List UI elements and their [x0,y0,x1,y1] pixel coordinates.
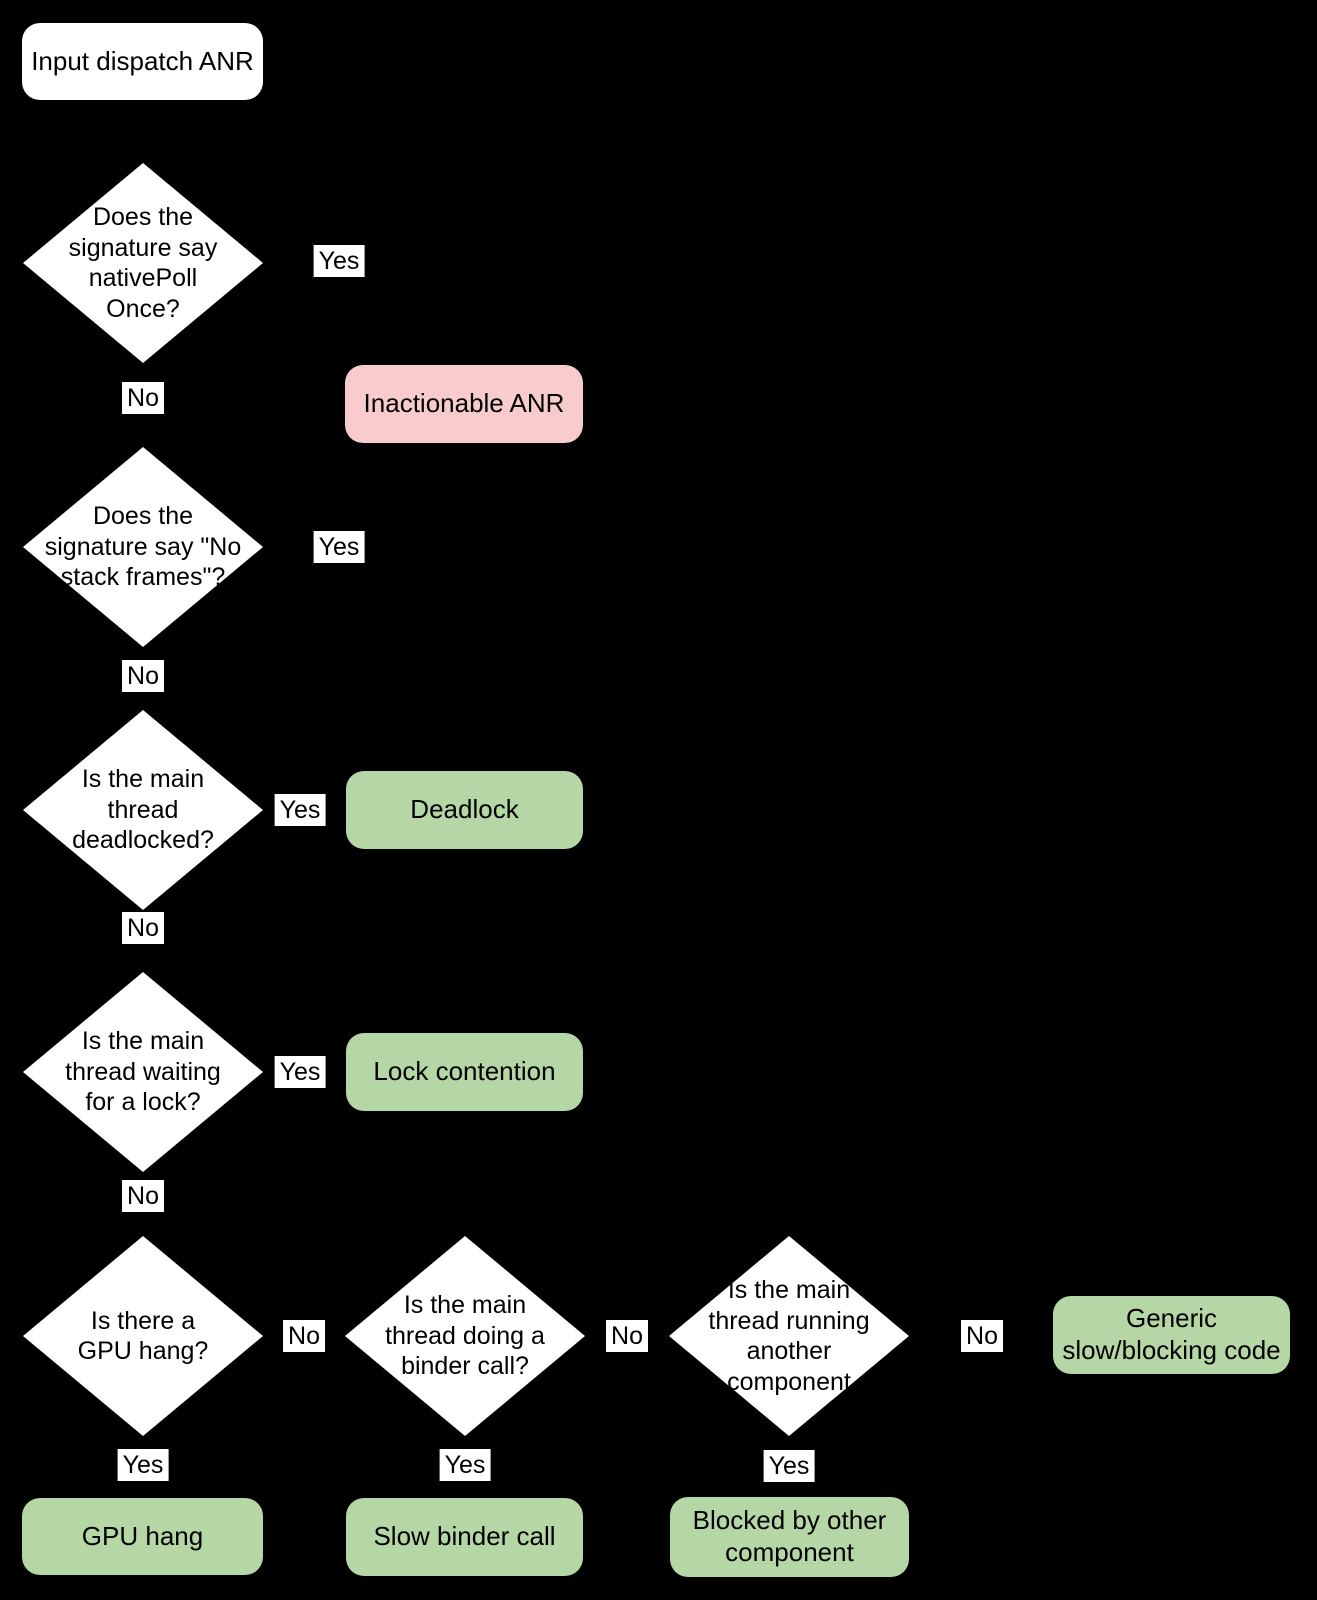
edge-label-no: No [961,1320,1003,1352]
decision-label: Is the main thread running another compo… [708,1276,870,1396]
decision-label: Is the main thread waiting for a lock? [65,1027,221,1117]
result-blocked-by-other-component: Blocked by other component [670,1497,909,1577]
edge-label-yes: Yes [313,245,365,277]
result-label: Deadlock [410,794,519,825]
decision-label: Is the main thread deadlocked? [72,765,214,855]
edge-label-yes: Yes [763,1450,815,1482]
result-label: Slow binder call [373,1521,556,1552]
result-generic-slow-blocking-code: Generic slow/blocking code [1053,1296,1290,1374]
result-label: Generic slow/blocking code [1062,1303,1281,1365]
decision-label: Is the main thread doing a binder call? [385,1291,545,1381]
result-label: GPU hang [81,1520,204,1551]
edge-label-no: No [122,382,164,414]
result-label: Lock contention [373,1056,556,1087]
result-slow-binder-call: Slow binder call [346,1498,583,1576]
decision-running-another-component: Is the main thread running another compo… [669,1236,909,1436]
edge-label-yes: Yes [274,1056,326,1088]
edge-label-yes: Yes [117,1449,169,1481]
decision-signature-no-stack-frames: Does the signature say "No stack frames"… [23,447,263,647]
decision-binder-call: Is the main thread doing a binder call? [345,1236,585,1436]
result-gpu-hang: GPU hang [22,1498,263,1575]
result-label: Blocked by other component [692,1505,887,1567]
decision-label: Does the signature say "No stack frames"… [44,502,242,592]
edge-label-yes: Yes [439,1449,491,1481]
result-lock-contention: Lock contention [346,1033,583,1111]
edge-label-yes: Yes [313,531,365,563]
edge-label-yes: Yes [274,794,326,826]
edge-label-no: No [283,1320,325,1352]
result-label: Inactionable ANR [363,388,565,419]
result-inactionable-anr: Inactionable ANR [345,365,583,443]
decision-main-thread-waiting-lock: Is the main thread waiting for a lock? [23,972,263,1172]
edge-label-no: No [122,660,164,692]
edge-label-no: No [606,1320,648,1352]
result-deadlock: Deadlock [346,771,583,849]
decision-label: Is there a GPU hang? [77,1306,209,1366]
decision-gpu-hang: Is there a GPU hang? [23,1236,263,1436]
start-node-label: Input dispatch ANR [31,45,254,76]
start-node: Input dispatch ANR [22,23,263,100]
edge-label-no: No [122,1180,164,1212]
decision-main-thread-deadlocked: Is the main thread deadlocked? [23,710,263,910]
decision-signature-nativepollonce: Does the signature say nativePoll Once? [23,163,263,363]
decision-label: Does the signature say nativePoll Once? [68,203,218,323]
edge-label-no: No [122,912,164,944]
